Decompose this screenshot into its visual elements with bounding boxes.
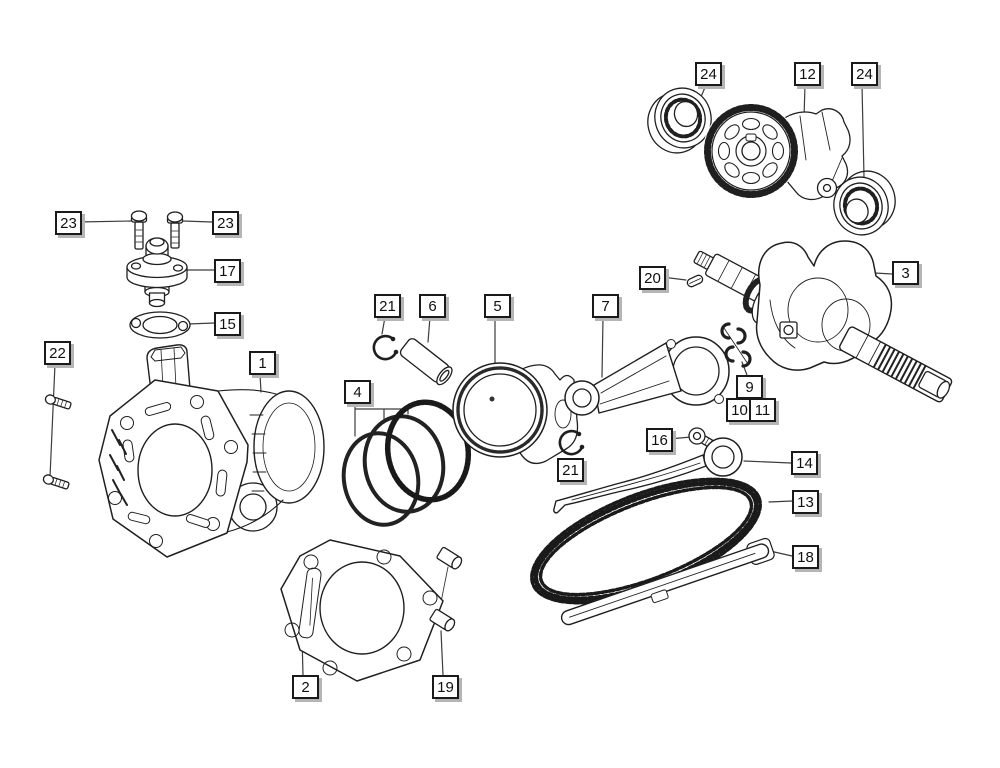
callout-24-bearing: 24: [695, 62, 722, 86]
bearing-shells-drawing: [720, 322, 752, 368]
thermostat-fitting-drawing: [126, 237, 188, 308]
circlip-bottom-drawing: [558, 429, 585, 456]
dowel-pins-drawing: [429, 546, 463, 632]
callout-19-dowel-pins: 19: [432, 675, 459, 699]
bearing-right-drawing: [833, 170, 896, 236]
callout-18-chain-guide: 18: [792, 545, 819, 569]
callout-7-connecting-rod: 7: [592, 294, 619, 318]
callout-21-circlip: 21: [374, 294, 401, 318]
callout-1-cylinder: 1: [249, 351, 276, 375]
callout-5-piston: 5: [484, 294, 511, 318]
callout-9-bearing-shells: 9: [736, 375, 763, 399]
oval-gasket-drawing: [129, 311, 191, 339]
flange-bolts-drawing: [130, 210, 184, 250]
callout-20-woodruff-key: 20: [639, 266, 666, 290]
woodruff-key-drawing: [686, 274, 704, 288]
callout-23-flange-bolt: 23: [55, 211, 82, 235]
callout-21-circlip: 21: [557, 458, 584, 482]
callout-23-flange-bolt: 23: [212, 211, 239, 235]
piston-rings-drawing: [341, 399, 472, 527]
piston-pin-drawing: [399, 338, 453, 386]
callout-11-bearing-shell: 11: [749, 398, 776, 422]
callout-22-stud: 22: [44, 341, 71, 365]
cylinder-drawing: [98, 344, 325, 558]
chain-guide-drawing: [560, 537, 775, 626]
callout-16-tensioner-bolt: 16: [646, 428, 673, 452]
bearing-left-drawing: [647, 87, 712, 154]
camshaft-gear-assembly-drawing: [703, 103, 851, 201]
callout-6-piston-pin: 6: [419, 294, 446, 318]
callout-13-timing-chain: 13: [792, 490, 819, 514]
callout-14-chain-tensioner-arm: 14: [791, 451, 818, 475]
chain-tensioner-arm-drawing: [553, 437, 743, 514]
callout-2-base-gasket: 2: [292, 675, 319, 699]
piston-drawing: [452, 362, 579, 465]
callout-15-oval-gasket: 15: [214, 312, 241, 336]
callout-17-thermostat-fitting: 17: [214, 259, 241, 283]
callout-24-bearing: 24: [851, 62, 878, 86]
studs-drawing: [42, 394, 72, 490]
connecting-rod-drawing: [564, 336, 730, 416]
base-gasket-drawing: [280, 539, 444, 682]
circlip-top-drawing: [372, 334, 399, 361]
callout-10-bearing-shell: 10: [726, 398, 753, 422]
callout-4-piston-rings: 4: [344, 380, 371, 404]
crankshaft-drawing: [693, 240, 953, 403]
callout-12-camshaft-gear-assembly: 12: [794, 62, 821, 86]
callout-3-crankshaft: 3: [892, 261, 919, 285]
